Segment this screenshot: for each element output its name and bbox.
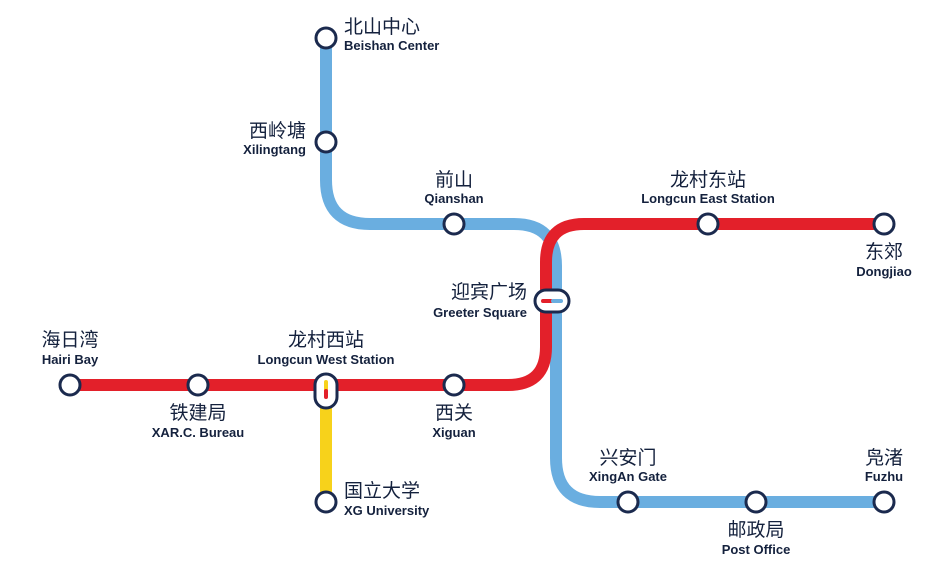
station-xinganmen[interactable]: 兴安门 XingAn Gate	[589, 447, 667, 514]
station-xiguan[interactable]: 西关 Xiguan	[432, 373, 476, 440]
station-name-en: Xilingtang	[243, 142, 306, 157]
station-marker[interactable]	[186, 373, 210, 397]
station-name-cn: 邮政局	[727, 519, 784, 541]
station-name-cn: 西关	[435, 402, 473, 424]
station-name-en: XingAn Gate	[589, 469, 667, 484]
station-xilingtang[interactable]: 西岭塘 Xilingtang	[243, 120, 338, 157]
station-name-en: Post Office	[722, 542, 791, 557]
station-name-cn: 前山	[435, 169, 473, 191]
station-name-en: Dongjiao	[856, 264, 912, 279]
station-name-cn: 东郊	[865, 241, 903, 263]
station-hairiwan[interactable]: 海日湾 Hairi Bay	[41, 329, 99, 397]
station-tiejianju[interactable]: 铁建局 XAR.C. Bureau	[152, 373, 245, 440]
station-marker[interactable]	[442, 373, 466, 397]
station-marker[interactable]	[616, 490, 640, 514]
station-marker[interactable]	[744, 490, 768, 514]
station-youzhengju[interactable]: 邮政局 Post Office	[722, 490, 791, 557]
station-greeter[interactable]: 迎宾广场 Greeter Square	[433, 281, 571, 320]
blue-line	[320, 32, 890, 508]
station-name-en: Fuzhu	[865, 469, 903, 484]
station-name-en: Longcun West Station	[258, 352, 395, 367]
station-qianshan[interactable]: 前山 Qianshan	[424, 169, 484, 236]
station-name-en: Hairi Bay	[42, 352, 99, 367]
station-beishan[interactable]: 北山中心 Beishan Center	[314, 16, 439, 53]
station-name-en: Qianshan	[424, 191, 483, 206]
station-marker[interactable]	[872, 490, 896, 514]
station-marker[interactable]	[314, 26, 338, 50]
station-name-cn: 铁建局	[169, 402, 226, 424]
station-marker[interactable]	[58, 373, 82, 397]
station-name-cn: 龙村东站	[670, 169, 746, 191]
station-university[interactable]: 国立大学 XG University	[314, 480, 430, 518]
station-name-en: Longcun East Station	[641, 191, 775, 206]
station-name-cn: 迎宾广场	[451, 281, 527, 303]
station-marker[interactable]	[696, 212, 720, 236]
station-fuzhu[interactable]: 凫渚 Fuzhu	[865, 447, 903, 514]
station-name-en: XAR.C. Bureau	[152, 425, 245, 440]
station-name-cn: 国立大学	[344, 480, 420, 502]
station-marker[interactable]	[442, 212, 466, 236]
station-marker[interactable]	[314, 130, 338, 154]
station-name-en: XG University	[344, 503, 430, 518]
station-longcun-west[interactable]: 龙村西站 Longcun West Station	[258, 329, 395, 410]
station-name-cn: 西岭塘	[249, 120, 306, 142]
station-name-cn: 兴安门	[599, 447, 656, 469]
station-longcun-east[interactable]: 龙村东站 Longcun East Station	[641, 169, 775, 236]
station-name-cn: 凫渚	[865, 447, 903, 469]
station-name-en: Beishan Center	[344, 38, 439, 53]
station-name-cn: 北山中心	[344, 16, 420, 38]
station-name-cn: 海日湾	[41, 329, 98, 351]
station-name-en: Xiguan	[432, 425, 475, 440]
station-dongjiao[interactable]: 东郊 Dongjiao	[856, 212, 912, 279]
station-name-cn: 龙村西站	[288, 329, 364, 351]
station-marker[interactable]	[314, 490, 338, 514]
station-name-en: Greeter Square	[433, 305, 527, 320]
station-marker[interactable]	[872, 212, 896, 236]
